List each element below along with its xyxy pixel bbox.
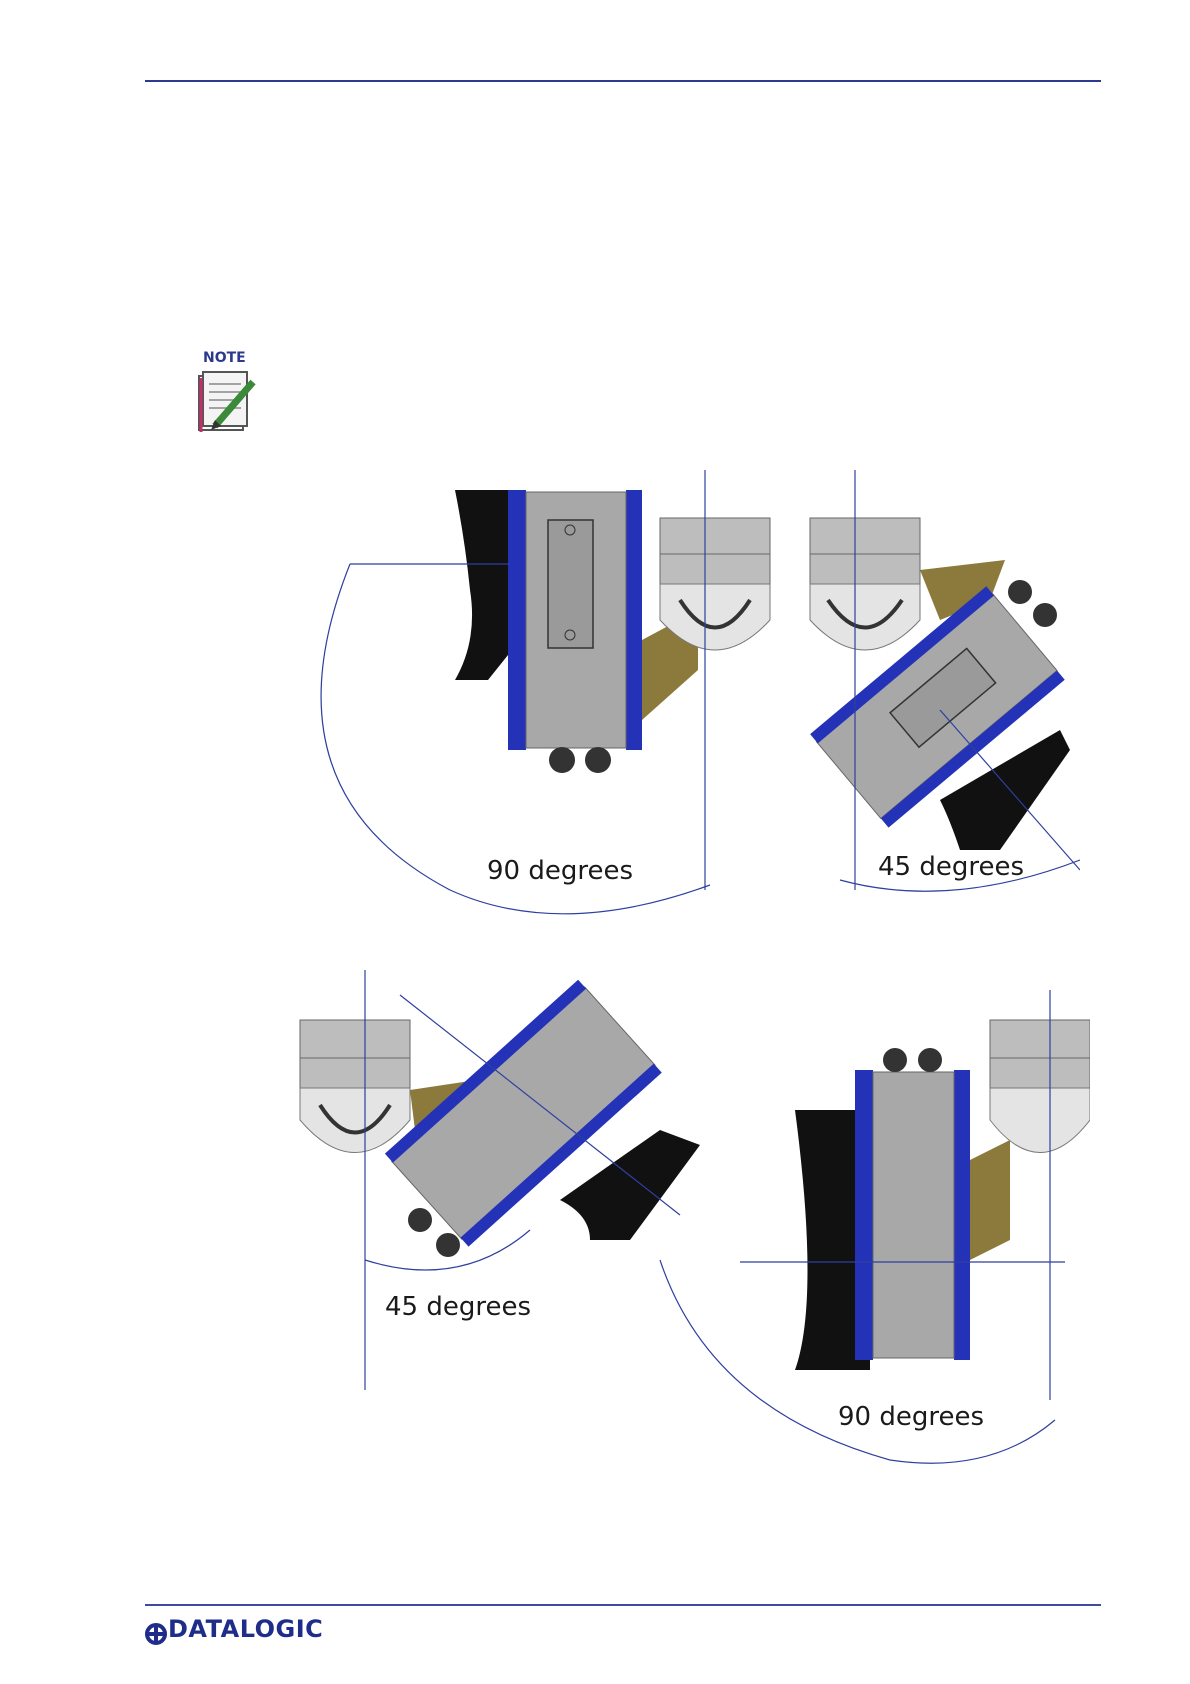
footer-rule [145, 1604, 1101, 1606]
header-rule [145, 80, 1101, 82]
datalogic-logo-icon [145, 1620, 167, 1648]
note-icon: NOTE [193, 348, 263, 438]
note-icon-label: NOTE [203, 350, 246, 366]
figure-90-degrees-top-label: 90 degrees [487, 856, 633, 886]
datalogic-logo-text: DATALOGIC [168, 1615, 323, 1643]
figure-45-degrees-top-label: 45 degrees [878, 852, 1024, 882]
figure-45-degrees-bottom-label: 45 degrees [385, 1292, 531, 1322]
figure-90-degrees-bottom-label: 90 degrees [838, 1402, 984, 1432]
figure-45-and-90-degrees-bottom [290, 970, 1090, 1470]
